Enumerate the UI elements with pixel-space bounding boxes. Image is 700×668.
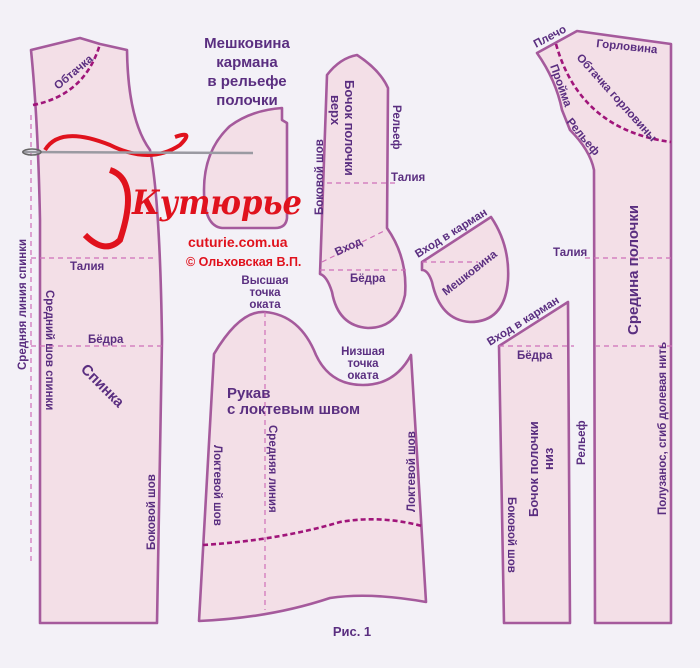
side-upper-hips-label: Бёдра [350, 273, 386, 285]
side-upper-name-2: верх [328, 95, 343, 126]
pocket-bag-title: Мешковина кармана в рельефе полочки [204, 35, 290, 109]
sleeve-elbow-left-label: Локтевой шов [211, 445, 223, 526]
side-upper-waist-label: Талия [391, 172, 425, 184]
sleeve-middle-label: Средняя линия [266, 425, 278, 513]
front-name-label: Средина полочки [625, 205, 642, 335]
svg-text:точка: точка [249, 287, 281, 299]
pocket-bag-piece [202, 106, 289, 230]
logo-script: Кутюрье [131, 183, 302, 223]
svg-text:Высшая: Высшая [241, 275, 288, 287]
front-waist-label: Талия [553, 247, 587, 259]
side-lower-side-seam-label: Боковой шов [505, 497, 517, 573]
side-lower-piece: Вход в карман Бёдра Бочок полочки низ Бо… [485, 295, 588, 625]
front-piece: Плечо Горловина Пройма Обтачка горловины… [532, 24, 673, 625]
side-lower-hips-label: Бёдра [517, 350, 553, 362]
pocket-piece: Вход в карман Мешковина [413, 207, 510, 324]
side-upper-side-seam-label: Боковой шов [314, 139, 326, 215]
back-center-seam-label: Средний шов спинки [43, 290, 55, 410]
side-upper-relief-label: Рельеф [390, 105, 402, 150]
svg-text:оката: оката [347, 370, 379, 382]
side-lower-name-2: низ [541, 447, 556, 470]
svg-text:полочки: полочки [216, 92, 277, 109]
figure-caption: Рис. 1 [333, 624, 371, 639]
sleeve-elbow-right-label: Локтевой шов [406, 431, 418, 512]
svg-text:в рельефе: в рельефе [207, 73, 286, 90]
back-waist-label: Талия [70, 261, 104, 273]
sleeve-name-1: Рукав [227, 385, 270, 402]
side-upper-name-1: Бочок полочки [342, 80, 357, 176]
logo-url: cuturie.com.ua [188, 234, 288, 250]
svg-text:Мешковина: Мешковина [204, 35, 290, 52]
back-side-seam-label: Боковой шов [146, 474, 158, 550]
side-lower-relief-label: Рельеф [576, 420, 588, 465]
side-upper-piece: Бочок полочки верх Боковой шов Рельеф Та… [314, 53, 425, 330]
svg-text:точка: точка [347, 358, 379, 370]
sleeve-piece: Высшая точка оката Низшая точка оката Ру… [197, 275, 428, 623]
needle-icon [21, 150, 254, 155]
svg-text:Низшая: Низшая [341, 346, 385, 358]
logo-copyright: © Ольховская В.П. [186, 255, 301, 269]
sleeve-name-2: с локтевым швом [227, 401, 360, 418]
back-hips-label: Бёдра [88, 334, 124, 346]
svg-text:оката: оката [249, 299, 281, 311]
back-center-line-label: Средняя линия спинки [17, 239, 29, 370]
svg-text:кармана: кармана [216, 54, 278, 71]
front-grain-label: Полузанос, сгиб долевая нить [657, 342, 669, 515]
back-piece: Обтачка Средняя линия спинки Средний шов… [17, 36, 164, 625]
cuturie-logo: Кутюрье cuturie.com.ua © Ольховская В.П. [21, 132, 302, 269]
side-lower-name-1: Бочок полочки [526, 421, 541, 517]
